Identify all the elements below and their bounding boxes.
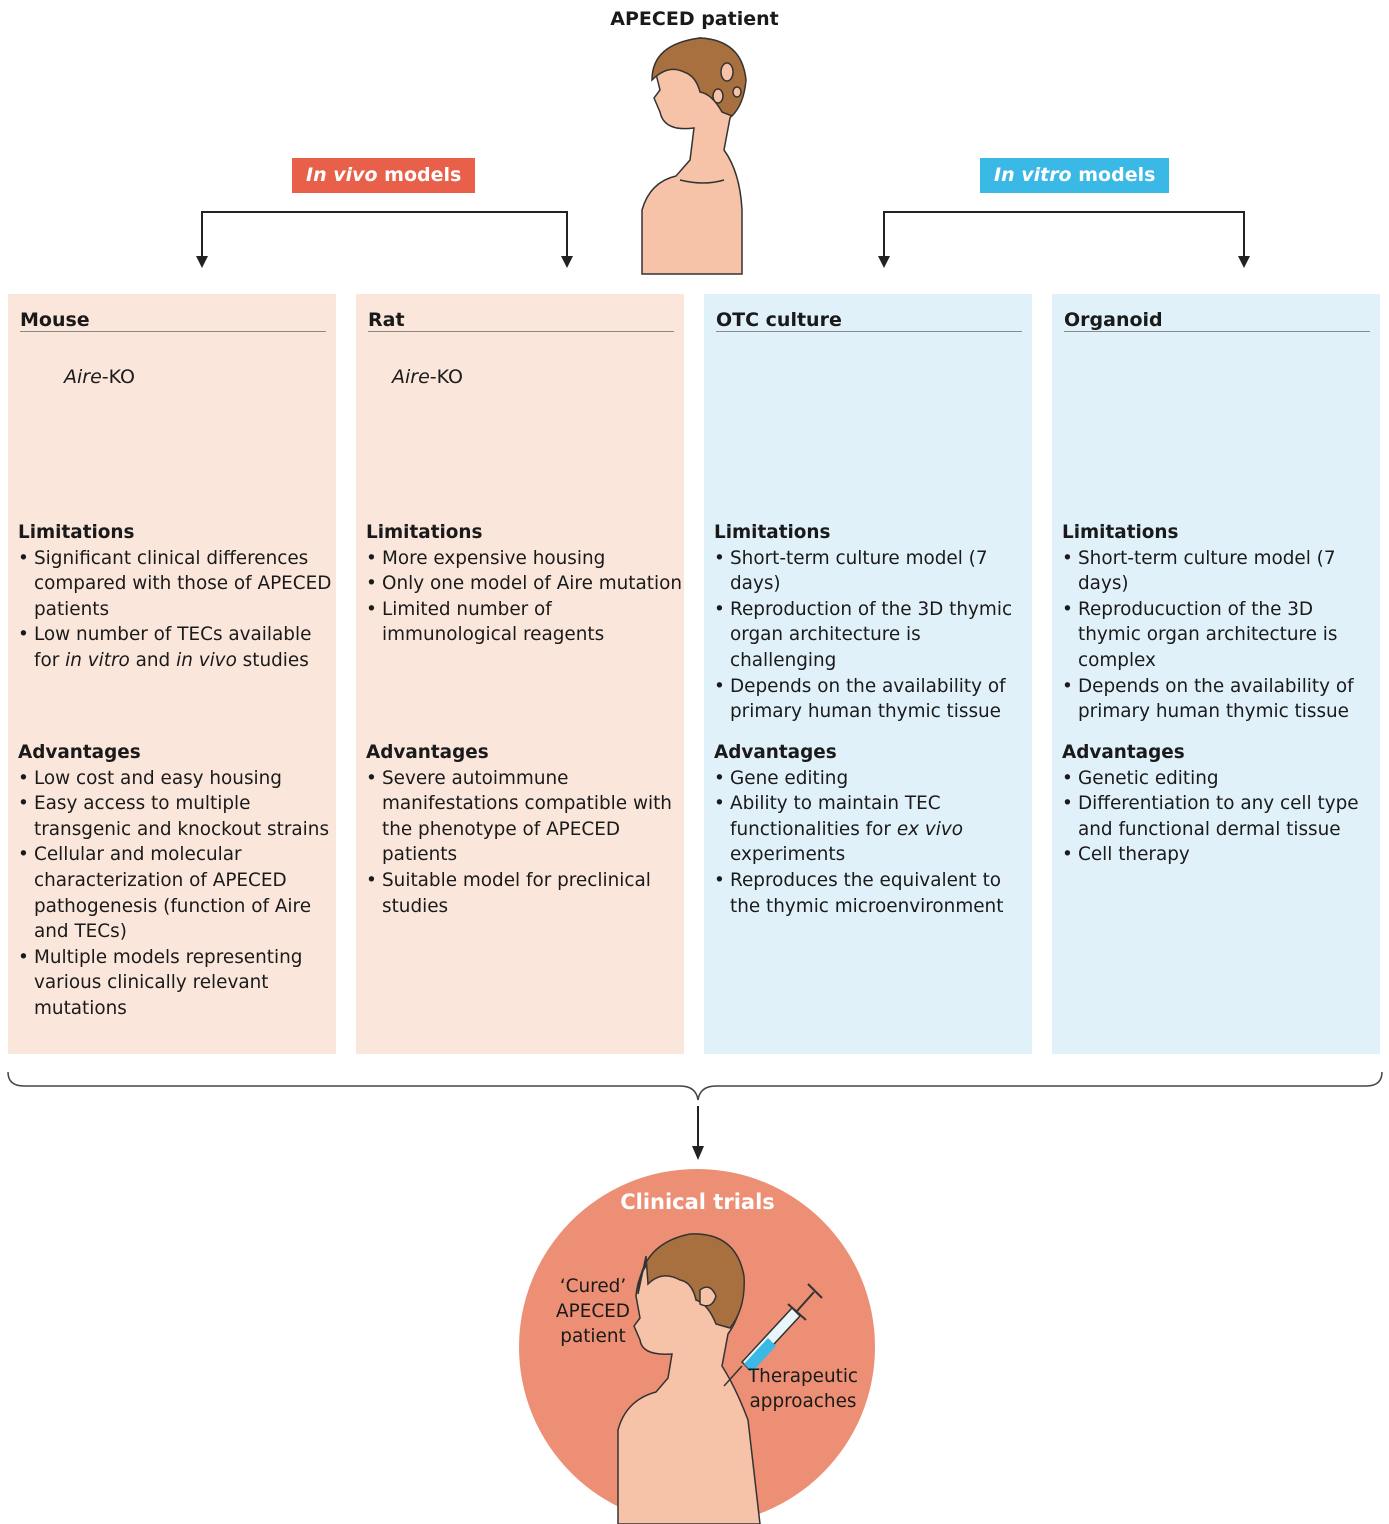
limitations-heading: Limitations (18, 522, 135, 543)
limitations-section: Limitations More expensive housingOnly o… (366, 520, 684, 648)
panel-title: Mouse (20, 309, 90, 331)
advantages-section: Advantages Gene editingAbility to mainta… (714, 740, 1032, 919)
therapeutic-approaches-label: Therapeutic approaches (747, 1366, 859, 1412)
limitations-heading: Limitations (1062, 522, 1179, 543)
limitations-section: Limitations Short-term culture model (7 … (714, 520, 1032, 725)
panel-rule (1064, 331, 1370, 332)
panel-title: Rat (368, 309, 405, 331)
panel-title: Organoid (1064, 309, 1163, 331)
panel-mouse: Mouse Aire-KO Limitations Significant cl… (8, 294, 336, 1054)
bullet-item: Multiple models representing various cli… (18, 945, 336, 1022)
bullet-item: Depends on the availability of primary h… (714, 674, 1032, 725)
bullet-item: Limited number of immunological reagents (366, 597, 684, 648)
panel-rule (368, 331, 674, 332)
advantages-list: Genetic editingDifferentiation to any ce… (1062, 766, 1380, 868)
bullet-item: Low number of TECs available for in vitr… (18, 622, 336, 673)
bullet-item: Cellular and molecular characterization … (18, 842, 336, 944)
advantages-section: Advantages Severe autoimmune manifestati… (366, 740, 684, 919)
bullet-item: Reproduction of the 3D thymic organ arch… (714, 597, 1032, 674)
to-clinical-trials-arrow (692, 1106, 704, 1160)
bullet-item: Short-term culture model (7 days) (714, 546, 1032, 597)
aire-ko-label: Aire-KO (392, 366, 464, 388)
advantages-list: Gene editingAbility to maintain TEC func… (714, 766, 1032, 920)
clinical-trials-title: Clinical trials (620, 1190, 775, 1214)
bullet-item: Only one model of Aire mutation (366, 571, 684, 597)
advantages-heading: Advantages (18, 742, 141, 763)
bullet-item: Ability to maintain TEC functionalities … (714, 791, 1032, 868)
bullet-item: Short-term culture model (7 days) (1062, 546, 1380, 597)
bullet-item: Suitable model for preclinical studies (366, 868, 684, 919)
advantages-list: Low cost and easy housingEasy access to … (18, 766, 336, 1022)
limitations-list: Significant clinical differences compare… (18, 546, 336, 674)
aire-ko-label: Aire-KO (64, 366, 136, 388)
limitations-section: Limitations Significant clinical differe… (18, 520, 336, 674)
limitations-heading: Limitations (366, 522, 483, 543)
bullet-item: Significant clinical differences compare… (18, 546, 336, 623)
panel-organoid: Organoid Limitations Short-term culture … (1052, 294, 1380, 1054)
advantages-heading: Advantages (714, 742, 837, 763)
bullet-item: Genetic editing (1062, 766, 1380, 792)
panel-title: OTC culture (716, 309, 842, 331)
syringe-icon (723, 1283, 823, 1387)
bullet-item: Differentiation to any cell type and fun… (1062, 791, 1380, 842)
bullet-item: More expensive housing (366, 546, 684, 572)
apeced-patient-figure (641, 37, 747, 275)
bullet-item: Cell therapy (1062, 842, 1380, 868)
cured-patient-label: ‘Cured’ APECED patient (556, 1276, 630, 1347)
limitations-heading: Limitations (714, 522, 831, 543)
bullet-item: Reproduces the equivalent to the thymic … (714, 868, 1032, 919)
advantages-list: Severe autoimmune manifestations compati… (366, 766, 684, 920)
limitations-list: Short-term culture model (7 days)Reprodu… (1062, 546, 1380, 725)
in-vivo-models-tag: In vivo models (292, 158, 476, 193)
bullet-item: Gene editing (714, 766, 1032, 792)
panel-rat: Rat Aire-KO Limitations More expensive h… (356, 294, 684, 1054)
in-vivo-bracket-arrow (196, 211, 573, 268)
in-vitro-bracket-arrow (878, 211, 1250, 268)
apeced-patient-title: APECED patient (610, 8, 779, 30)
bullet-item: Reproducuction of the 3D thymic organ ar… (1062, 597, 1380, 674)
panel-rule (20, 331, 326, 332)
advantages-section: Advantages Low cost and easy housingEasy… (18, 740, 336, 1022)
bullet-item: Low cost and easy housing (18, 766, 336, 792)
panel-rule (716, 331, 1022, 332)
advantages-heading: Advantages (1062, 742, 1185, 763)
advantages-section: Advantages Genetic editingDifferentiatio… (1062, 740, 1380, 868)
bullet-item: Depends on the availability of primary h… (1062, 674, 1380, 725)
grouping-brace (7, 1071, 1383, 1101)
limitations-list: Short-term culture model (7 days)Reprodu… (714, 546, 1032, 725)
limitations-section: Limitations Short-term culture model (7 … (1062, 520, 1380, 725)
advantages-heading: Advantages (366, 742, 489, 763)
clinical-trials-circle (519, 1169, 875, 1524)
in-vitro-models-tag: In vitro models (980, 158, 1170, 193)
bullet-item: Easy access to multiple transgenic and k… (18, 791, 336, 842)
bullet-item: Severe autoimmune manifestations compati… (366, 766, 684, 868)
panel-otc-culture: OTC culture Limitations Short-term cultu… (704, 294, 1032, 1054)
limitations-list: More expensive housingOnly one model of … (366, 546, 684, 648)
